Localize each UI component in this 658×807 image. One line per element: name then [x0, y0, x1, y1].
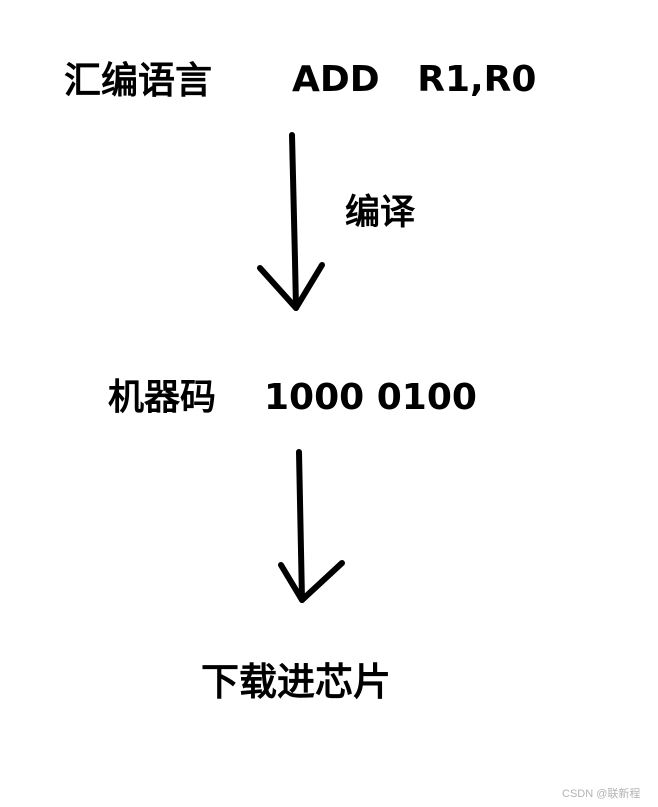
assembly-language-label: 汇编语言	[64, 59, 212, 102]
compile-label: 编译	[345, 193, 416, 233]
machine-code-label: 机器码	[108, 377, 217, 418]
watermark: CSDN @联新程	[562, 788, 641, 800]
assembly-instruction: ADD R1,R0	[292, 59, 537, 100]
download-to-chip-label: 下载进芯片	[201, 660, 392, 704]
machine-code-value: 1000 0100	[264, 377, 477, 418]
